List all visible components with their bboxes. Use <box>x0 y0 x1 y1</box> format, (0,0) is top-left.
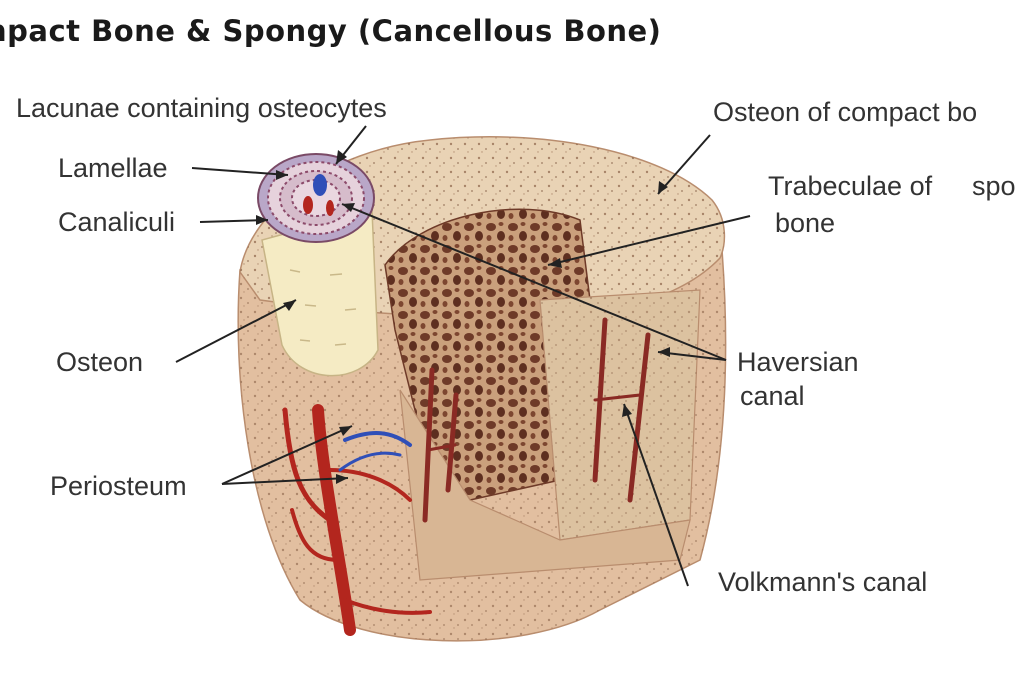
label-periosteum: Periosteum <box>50 471 187 501</box>
label-lacunae: Lacunae containing osteocytes <box>16 93 387 123</box>
haversian-vessels <box>422 317 651 523</box>
label-volkmann: Volkmann's canal <box>718 567 928 597</box>
leader-osteon-compact <box>657 134 711 195</box>
leader-osteon <box>175 299 297 363</box>
osteon-lamellae-cap <box>257 153 375 243</box>
label-trabeculae-line1b: spo <box>972 171 1016 201</box>
leader-haversian-a <box>341 203 727 361</box>
label-trabeculae-line1: Trabeculae of <box>768 171 933 201</box>
leader-lines <box>175 125 751 587</box>
leader-periosteum-b <box>221 477 349 485</box>
label-haversian-line2: canal <box>740 381 805 411</box>
inner-lower-wall <box>399 389 691 581</box>
leader-lamellae <box>191 167 289 176</box>
osteon-cylinder <box>261 209 379 377</box>
label-trabeculae-line2: bone <box>775 208 836 238</box>
diagram-title: npact Bone & Spongy (Cancellous Bone) <box>0 14 662 48</box>
label-osteon: Osteon <box>56 347 144 377</box>
label-haversian-line1: Haversian <box>737 347 859 377</box>
label-osteon-compact: Osteon of compact bo <box>713 97 978 127</box>
leader-arrowheads <box>256 150 670 484</box>
leader-periosteum-a <box>221 425 353 485</box>
label-lamellae: Lamellae <box>58 153 168 183</box>
label-canaliculi: Canaliculi <box>58 207 176 237</box>
leader-trabeculae <box>547 215 751 266</box>
leader-volkmann <box>623 403 689 587</box>
